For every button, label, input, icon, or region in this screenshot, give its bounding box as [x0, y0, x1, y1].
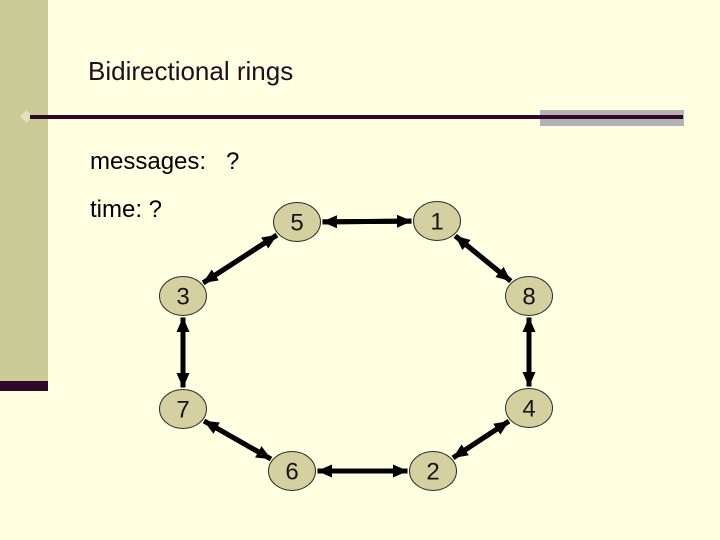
ring-node-3: 3	[159, 276, 207, 316]
ring-node-ellipse-8	[505, 276, 553, 316]
title-rule	[30, 115, 683, 119]
sidebar-accent-cap	[0, 381, 48, 391]
ring-node-ellipse-3	[159, 276, 207, 316]
ring-node-7: 7	[159, 389, 207, 429]
ring-node-ellipse-6	[268, 451, 316, 491]
slide-title: Bidirectional rings	[88, 56, 294, 86]
ring-node-2: 2	[409, 451, 457, 491]
edges-layer	[176, 214, 536, 478]
time-line: time: ?	[90, 196, 163, 223]
edge-1-8-reverse	[453, 233, 513, 284]
ring-node-label-1: 1	[430, 209, 443, 236]
edge-6-7-reverse	[202, 418, 273, 462]
nodes-layer: 5 1 8 4 2 6 7 3	[159, 201, 553, 491]
edge-5-1-reverse	[321, 215, 412, 229]
ring-node-1: 1	[413, 201, 461, 241]
ring-node-label-3: 3	[176, 284, 189, 311]
ring-node-label-4: 4	[522, 396, 535, 423]
ring-node-5: 5	[273, 202, 321, 242]
ring-node-ellipse-5	[273, 202, 321, 242]
ring-node-ellipse-7	[159, 389, 207, 429]
ring-node-label-2: 2	[426, 459, 439, 486]
ring-node-4: 4	[505, 388, 553, 428]
ring-node-ellipse-1	[413, 201, 461, 241]
ring-node-label-7: 7	[176, 397, 189, 424]
ring-node-ellipse-4	[505, 388, 553, 428]
edge-4-2-reverse	[451, 419, 511, 460]
ring-node-label-8: 8	[522, 284, 535, 311]
messages-line: messages: ?	[90, 148, 240, 175]
ring-node-label-5: 5	[290, 210, 303, 237]
ring-node-6: 6	[268, 451, 316, 491]
ring-node-8: 8	[505, 276, 553, 316]
ring-node-ellipse-2	[409, 451, 457, 491]
edge-3-5-reverse	[201, 233, 279, 285]
sidebar-accent-bar	[0, 0, 48, 381]
ring-node-label-6: 6	[285, 459, 298, 486]
